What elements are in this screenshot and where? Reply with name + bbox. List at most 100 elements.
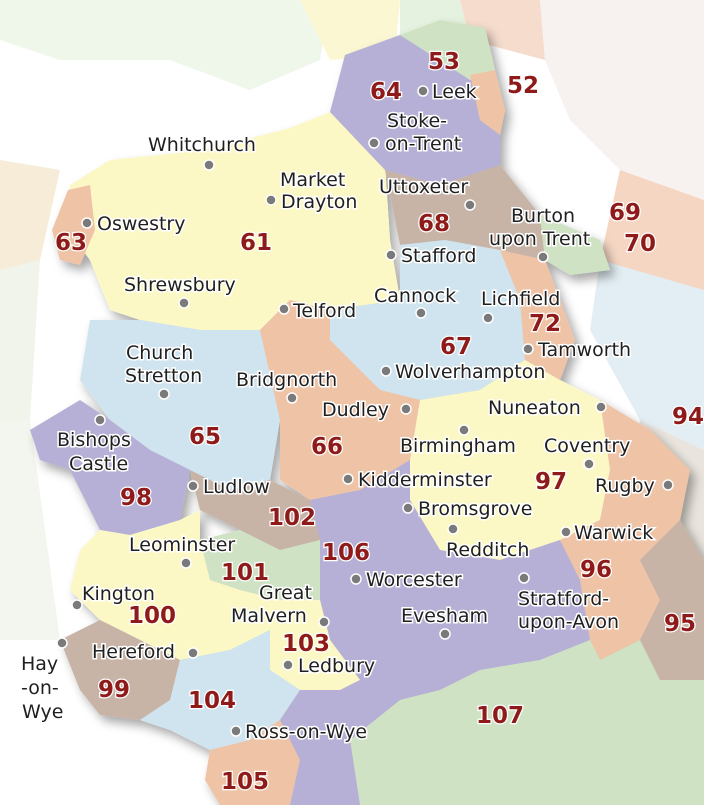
- town-marker: [350, 573, 362, 585]
- town-marker: [178, 297, 190, 309]
- town-label-ludlow: Ludlow: [203, 476, 270, 498]
- town-label-redditch: Redditch: [446, 539, 529, 561]
- town-label-ross-on-wye: Ross-on-Wye: [245, 721, 367, 743]
- region-shapes: [30, 20, 704, 805]
- region-102-area: [190, 470, 320, 550]
- region-number: 61: [240, 230, 272, 256]
- town-marker: [583, 458, 595, 470]
- town-marker: [265, 194, 277, 206]
- region-98-area: [30, 400, 190, 535]
- town-marker: [380, 365, 392, 377]
- town-label-ledbury: Ledbury: [298, 655, 375, 677]
- town-label-stratford-2: upon-Avon: [518, 611, 619, 633]
- town-label-nuneaton: Nuneaton: [488, 397, 581, 419]
- region-69-area: [540, 215, 610, 275]
- town-marker: [417, 85, 429, 97]
- town-marker: [318, 616, 330, 628]
- town-label-burton-2: upon Trent: [489, 228, 590, 250]
- region-number: 65: [189, 424, 221, 450]
- town-marker: [537, 251, 549, 263]
- town-label-telford: Telford: [292, 300, 356, 322]
- town-label-birmingham: Birmingham: [400, 435, 516, 457]
- town-label-wolverhampton: Wolverhampton: [395, 361, 545, 383]
- region-53b-area: [470, 70, 505, 135]
- region-68-area: [385, 165, 545, 260]
- town-marker: [278, 303, 290, 315]
- town-label-church-stretton-2: Stretton: [125, 365, 202, 387]
- town-label-burton-1: Burton: [511, 205, 575, 227]
- region-53-area: [400, 20, 495, 80]
- region-numbers: 53 64 52 63 61 68 69 70 72 67 65 66 94 9…: [54, 48, 704, 797]
- town-marker: [518, 572, 530, 584]
- town-label-bishops-castle-1: Bishops: [57, 429, 131, 451]
- region-number: 70: [624, 231, 656, 257]
- town-marker: [368, 137, 380, 149]
- region-95-area: [640, 520, 704, 680]
- region-101-area: [200, 530, 320, 600]
- town-label-rugby: Rugby: [595, 475, 655, 497]
- region-number: 67: [440, 334, 472, 360]
- region-number: 100: [128, 603, 176, 629]
- region-106b-area: [280, 680, 400, 805]
- town-marker: [522, 343, 534, 355]
- town-marker: [464, 199, 476, 211]
- town-marker: [56, 637, 68, 649]
- town-label-leek: Leek: [432, 81, 477, 103]
- region-number: 95: [664, 611, 696, 637]
- region-72-area: [500, 250, 575, 380]
- town-label-worcester: Worcester: [366, 569, 462, 591]
- town-label-evesham: Evesham: [401, 605, 488, 627]
- town-label-church-stretton-1: Church: [126, 342, 193, 364]
- region-number: 53: [428, 49, 460, 75]
- town-label-hay-on-wye-2: -on-: [21, 677, 59, 699]
- town-marker: [286, 392, 298, 404]
- region-number: 105: [221, 769, 269, 795]
- town-label-bromsgrove: Bromsgrove: [418, 498, 532, 520]
- region-number: 97: [535, 469, 567, 495]
- region-65-area: [80, 320, 280, 490]
- region-number: 66: [311, 434, 343, 460]
- region-number: 103: [282, 631, 330, 657]
- town-label-bishops-castle-2: Castle: [69, 453, 128, 475]
- town-label-hay-on-wye-3: Wye: [22, 701, 63, 723]
- region-66-area: [260, 300, 420, 500]
- town-label-warwick: Warwick: [574, 522, 653, 544]
- region-99-area: [60, 620, 180, 720]
- region-number: 64: [370, 79, 402, 105]
- town-label-market-drayton-1: Market: [280, 169, 345, 191]
- town-label-bridgnorth: Bridgnorth: [236, 369, 337, 391]
- town-marker: [482, 312, 494, 324]
- region-rugby-area: [600, 400, 690, 560]
- town-label-shrewsbury: Shrewsbury: [124, 274, 236, 296]
- region-106-area: [310, 460, 590, 700]
- region-number: 68: [418, 211, 450, 237]
- region-61-area: [68, 112, 400, 330]
- town-label-stafford: Stafford: [401, 245, 476, 267]
- region-number: 101: [221, 560, 269, 586]
- town-marker: [187, 480, 199, 492]
- town-label-lichfield: Lichfield: [481, 288, 560, 310]
- town-label-great-malvern-2: Malvern: [231, 605, 307, 627]
- town-marker: [203, 159, 215, 171]
- region-number: 63: [55, 230, 87, 256]
- town-label-great-malvern-1: Great: [259, 582, 312, 604]
- region-number: 96: [580, 557, 612, 583]
- region-number: 107: [476, 703, 524, 729]
- town-dots: [56, 85, 674, 737]
- region-67-area: [330, 240, 525, 400]
- town-label-tamworth: Tamworth: [537, 339, 631, 361]
- town-label-stratford-1: Stratford-: [518, 588, 609, 610]
- region-number: 52: [507, 73, 539, 99]
- region-number: 69: [609, 200, 641, 226]
- region-number: 102: [268, 505, 316, 531]
- town-label-stoke-1: Stoke-: [387, 110, 447, 132]
- region-number: 106: [322, 540, 370, 566]
- town-marker: [400, 403, 412, 415]
- town-marker: [94, 414, 106, 426]
- region-number: 99: [98, 677, 130, 703]
- town-marker: [662, 479, 674, 491]
- town-marker: [180, 557, 192, 569]
- town-marker: [595, 401, 607, 413]
- town-marker: [458, 424, 470, 436]
- region-number: 104: [188, 688, 236, 714]
